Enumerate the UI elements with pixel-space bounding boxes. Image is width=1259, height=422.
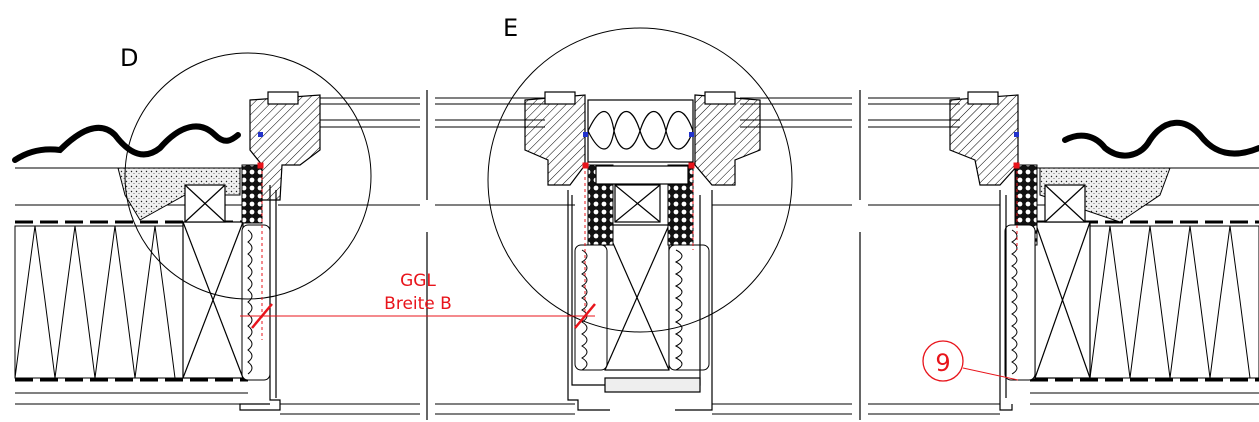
dimension-annotation bbox=[240, 162, 1020, 382]
label-detail-d: D bbox=[120, 44, 138, 72]
lining-boards bbox=[239, 185, 1013, 411]
label-ggl: GGL bbox=[400, 271, 436, 291]
timber-members bbox=[182, 184, 1091, 379]
seal-markers bbox=[258, 132, 1019, 137]
layer-lines bbox=[15, 97, 1259, 415]
mortar-bed bbox=[117, 167, 1171, 223]
label-breite-b: Breite B bbox=[384, 294, 452, 314]
marker-circle-9 bbox=[922, 340, 964, 382]
detail-circles bbox=[124, 27, 793, 333]
roof-tiles bbox=[12, 119, 1259, 163]
insulation-right bbox=[1089, 225, 1259, 379]
detail-circle-d bbox=[124, 52, 372, 300]
insulation-left bbox=[14, 225, 184, 379]
label-marker-9: 9 bbox=[935, 349, 950, 377]
label-detail-e: E bbox=[503, 14, 518, 42]
detail-circle-e bbox=[487, 27, 793, 333]
break-marks bbox=[426, 90, 861, 420]
sash-profiles bbox=[249, 91, 1019, 201]
